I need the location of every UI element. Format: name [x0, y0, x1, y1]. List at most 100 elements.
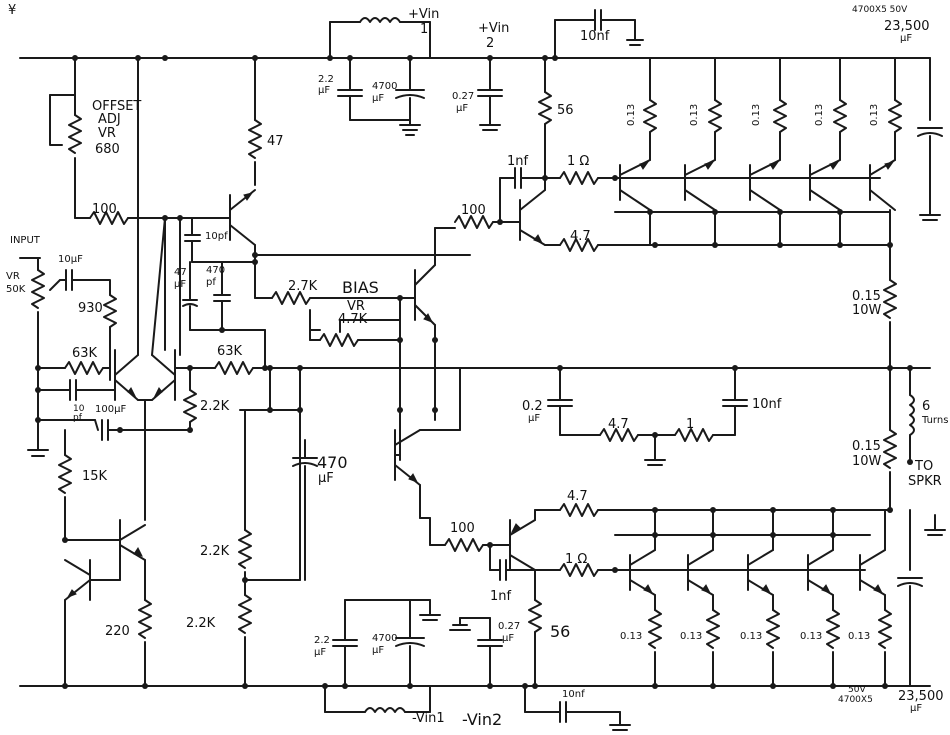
c10uf-label: 10µF: [58, 254, 83, 265]
r4-7-zobel: [599, 428, 639, 442]
cap-top-right-unit: µF: [900, 33, 913, 44]
c10pf-label: 10: [73, 404, 85, 414]
r930: [103, 294, 117, 328]
r56-top-label: 56: [557, 103, 574, 118]
c2-2uf-bot-label: 2.2: [314, 635, 330, 646]
c0-2uf-label: 0.2: [522, 399, 543, 414]
re-bot-3-label: 0.13: [740, 631, 763, 642]
re-bot-2-label: 0.13: [680, 631, 703, 642]
vin2-top-label: +Vin: [478, 21, 510, 36]
r47: [248, 119, 262, 159]
cap-bot-right-total: 23,500: [898, 689, 944, 704]
c2-2uf-bot-unit: µF: [314, 647, 327, 658]
c2-2uf-top-unit: µF: [318, 85, 331, 96]
to-spkr-label: TO: [915, 459, 934, 474]
c470pf-label: 470: [206, 265, 226, 276]
r63k-b-label: 63K: [217, 344, 243, 359]
c4700-top-unit: µF: [372, 93, 385, 104]
r100-driver-bot: [444, 538, 484, 552]
r1ohm-top-label: 1 Ω: [567, 154, 590, 169]
offset-adj-label-2: ADJ: [98, 112, 121, 127]
bias-label: BIAS: [342, 278, 379, 297]
re-bot-5-label: 0.13: [848, 631, 871, 642]
vin1-top-label: +Vin: [408, 7, 440, 22]
inductor-top: [359, 17, 401, 23]
vr680-value: 680: [95, 142, 120, 157]
r1ohm-top: [559, 171, 599, 185]
cap-top-right-spec: 4700X5 50V: [852, 5, 908, 15]
c10pf2-label: 10pf: [205, 231, 228, 242]
re-top-2-label: 0.13: [689, 103, 700, 126]
r63k-b: [214, 361, 254, 375]
junction-dots: [35, 55, 913, 689]
r220: [138, 599, 152, 639]
c47uf-unit: µF: [174, 279, 187, 290]
r4-7-top: [559, 238, 599, 252]
c100uf-label: 100µF: [95, 404, 127, 415]
r0-15-top: [883, 279, 897, 319]
r930-label: 930: [78, 301, 103, 316]
r100-c-label: 100: [450, 521, 475, 536]
lower-output-transistors: [614, 509, 892, 687]
c0-27-top-label: 0.27: [452, 91, 475, 102]
turns-label: Turns: [922, 415, 949, 426]
offset-vr-resistor: [68, 114, 82, 154]
cap-bot-right-unit: µF: [910, 703, 923, 714]
c470uf-label: 470: [317, 453, 348, 472]
c1nf-top-label: 1nf: [507, 154, 529, 169]
c2-2uf-top-label: 2.2: [318, 74, 334, 85]
r100-a-label: 100: [92, 202, 117, 217]
r56-top: [538, 91, 552, 125]
r2-2k-c-label: 2.2K: [186, 616, 216, 631]
c10nf-bot-label: 10nf: [562, 689, 585, 700]
r56-bot-label: 56: [550, 622, 571, 641]
vr50k-label: VR: [6, 271, 20, 282]
c0-27-bot-unit: µF: [502, 633, 515, 644]
r100-b-label: 100: [461, 203, 486, 218]
input-label: INPUT: [10, 235, 40, 246]
r2-7k: [271, 291, 311, 305]
r4-7-lower: [559, 503, 599, 517]
r2-2k-b-label: 2.2K: [200, 544, 230, 559]
r1ohm-bot: [559, 563, 599, 577]
re-top-3-label: 0.13: [751, 103, 762, 126]
r220-label: 220: [105, 624, 130, 639]
re-bot-1-label: 0.13: [620, 631, 643, 642]
cap-bot-right-voltage: 50V: [848, 685, 866, 695]
r15k-label: 15K: [82, 469, 108, 484]
r4-7-bot-label: 4.7: [567, 489, 588, 504]
c47uf-label: 47: [174, 267, 187, 278]
offset-adj-label: OFFSET: [92, 99, 142, 114]
vr680-label: VR: [98, 126, 116, 141]
vr50k-value: 50K: [6, 284, 26, 295]
r2-2k-b: [238, 529, 252, 569]
c4700-bot-label: 4700: [372, 633, 398, 644]
r56-bot: [528, 599, 542, 633]
r1-zobel: [674, 428, 714, 442]
cap-top-right-total: 23,500: [884, 19, 930, 34]
output-inductor: [909, 394, 915, 436]
to-spkr-label-2: SPKR: [908, 474, 942, 489]
vin2-top-number: 2: [486, 36, 495, 51]
r4-7-mid-label: 4.7: [608, 417, 629, 432]
r63k-a-label: 63K: [72, 346, 98, 361]
r15k: [58, 454, 72, 494]
r1-mid-label: 1: [686, 417, 695, 432]
c4700-bot-unit: µF: [372, 645, 385, 656]
r0-15-top-label: 0.15: [852, 289, 881, 304]
vr4-7k-label: VR: [347, 299, 365, 314]
r63k-a: [64, 361, 104, 375]
cap-bot-right-spec: 4700X5: [838, 695, 873, 705]
re-top-1-label: 0.13: [626, 103, 637, 126]
re-bot-4-label: 0.13: [800, 631, 823, 642]
vin1-bot-label: -Vin1: [412, 711, 445, 726]
r1ohm-bot-label: 1 Ω: [565, 552, 588, 567]
corner-mark: ¥: [8, 3, 17, 18]
c0-2uf-unit: µF: [528, 413, 541, 424]
vr-50k: [31, 269, 45, 309]
vr4-7k-value: 4.7K: [338, 312, 368, 327]
vin2-bot-label: -Vin2: [462, 710, 503, 729]
c1nf-bot-label: 1nf: [490, 589, 512, 604]
r0-15-bot-label: 0.15: [852, 439, 881, 454]
